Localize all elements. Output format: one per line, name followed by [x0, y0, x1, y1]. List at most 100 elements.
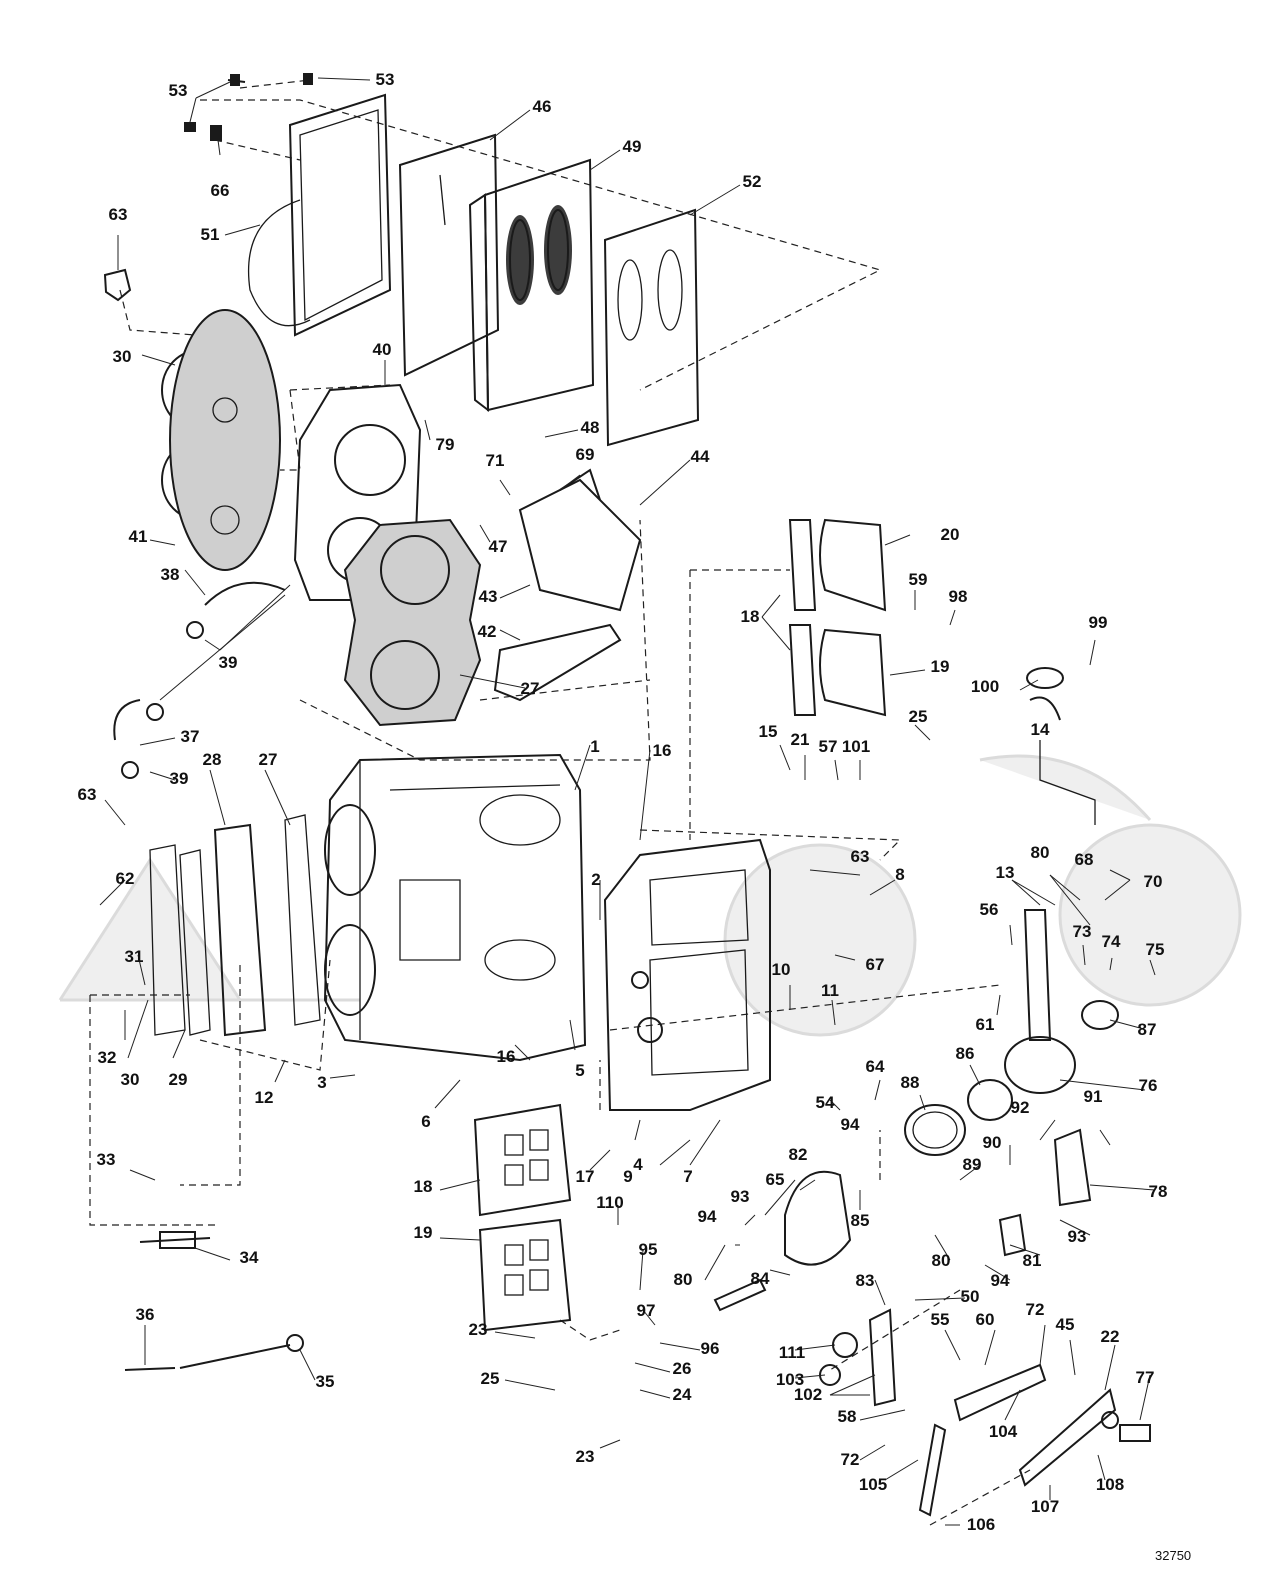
gasket-46	[398, 133, 500, 377]
callout-label: 57	[819, 737, 838, 756]
callout-label: 80	[932, 1251, 951, 1270]
callout-label: 104	[989, 1422, 1018, 1441]
callout-label: 63	[851, 847, 870, 866]
callout-label: 24	[673, 1385, 692, 1404]
callout-label: 31	[125, 947, 144, 966]
callout-label: 105	[859, 1475, 887, 1494]
figure-number: 32750	[1155, 1548, 1191, 1563]
spark-plug-and-lead	[124, 1231, 304, 1371]
callout-label: 63	[78, 785, 97, 804]
callout-label: 83	[856, 1271, 875, 1290]
misc-small-parts	[713, 667, 1096, 1312]
callout-label: 51	[201, 225, 220, 244]
crankcase	[603, 838, 771, 1111]
callout-label: 37	[181, 727, 200, 746]
callout-label: 16	[653, 741, 672, 760]
callout-label: 94	[991, 1271, 1010, 1290]
callout-label: 87	[1138, 1020, 1157, 1039]
callout-label: 100	[971, 677, 999, 696]
callout-label: 53	[376, 70, 395, 89]
callout-label: 28	[203, 750, 222, 769]
reed-valves-right	[788, 518, 887, 717]
callout-label: 21	[791, 730, 810, 749]
callout-label: 66	[211, 181, 230, 200]
callout-label: 59	[909, 570, 928, 589]
callout-label: 90	[983, 1133, 1002, 1152]
callout-label: 4	[633, 1155, 643, 1174]
callout-label: 93	[1068, 1227, 1087, 1246]
callout-label: 75	[1146, 940, 1165, 959]
callout-label: 65	[766, 1170, 785, 1189]
callout-label: 80	[1031, 843, 1050, 862]
callout-label: 54	[816, 1093, 835, 1112]
linkage-parts	[784, 909, 1119, 1266]
callout-label: 61	[976, 1015, 995, 1034]
callout-label: 63	[109, 205, 128, 224]
callout-label: 3	[317, 1073, 326, 1092]
callout-label: 12	[255, 1088, 274, 1107]
callout-label: 30	[113, 347, 132, 366]
callout-label: 33	[97, 1150, 116, 1169]
callout-label: 44	[691, 447, 710, 466]
callout-label: 39	[170, 769, 189, 788]
reed-plate-lower	[473, 1103, 572, 1332]
callout-label: 40	[373, 340, 392, 359]
gasket-52	[603, 208, 700, 447]
throttle-arms	[819, 1308, 1151, 1517]
callout-label: 42	[478, 622, 497, 641]
callout-label: 72	[1026, 1300, 1045, 1319]
callout-label: 62	[116, 869, 135, 888]
callout-label: 23	[576, 1447, 595, 1466]
top-bolts	[184, 73, 313, 141]
callout-label: 56	[980, 900, 999, 919]
callout-label: 71	[486, 451, 505, 470]
callout-label: 77	[1136, 1368, 1155, 1387]
hoses	[113, 581, 286, 779]
callout-label: 27	[259, 750, 278, 769]
callout-label: 82	[789, 1145, 808, 1164]
callout-label: 7	[683, 1167, 692, 1186]
callout-label: 91	[1084, 1087, 1103, 1106]
callout-label: 53	[169, 81, 188, 100]
callout-label: 95	[639, 1240, 658, 1259]
callout-label: 19	[931, 657, 950, 676]
callout-label: 67	[866, 955, 885, 974]
thermostat-housing	[161, 309, 281, 571]
callout-label: 18	[414, 1177, 433, 1196]
callout-label: 81	[1023, 1251, 1042, 1270]
callout-label: 102	[794, 1385, 822, 1404]
cylinder-head-cover	[247, 93, 392, 337]
callout-label: 89	[963, 1155, 982, 1174]
callout-label: 48	[581, 418, 600, 437]
cylinder-block	[323, 753, 587, 1062]
callout-label: 86	[956, 1044, 975, 1063]
callout-label: 27	[521, 679, 540, 698]
callout-label: 68	[1075, 850, 1094, 869]
callout-label: 94	[841, 1115, 860, 1134]
watermark	[58, 754, 1242, 1037]
callout-label: 1	[590, 737, 599, 756]
leader-lines	[99, 77, 1156, 1526]
callout-label: 60	[976, 1310, 995, 1329]
callout-label: 64	[866, 1057, 885, 1076]
callout-label: 108	[1096, 1475, 1124, 1494]
callout-label: 20	[941, 525, 960, 544]
transfer-port-covers	[149, 814, 321, 1037]
callout-label: 96	[701, 1339, 720, 1358]
callout-label: 107	[1031, 1497, 1059, 1516]
callout-label: 101	[842, 737, 870, 756]
callout-label: 49	[623, 137, 642, 156]
clip-63-top	[103, 268, 132, 302]
callout-label: 52	[743, 172, 762, 191]
callout-label: 88	[901, 1073, 920, 1092]
callout-label: 50	[961, 1287, 980, 1306]
callout-label: 45	[1056, 1315, 1075, 1334]
callout-label: 25	[909, 707, 928, 726]
callout-label: 69	[576, 445, 595, 464]
callout-label: 74	[1102, 932, 1121, 951]
callout-label: 94	[698, 1207, 717, 1226]
callout-label: 10	[772, 960, 791, 979]
